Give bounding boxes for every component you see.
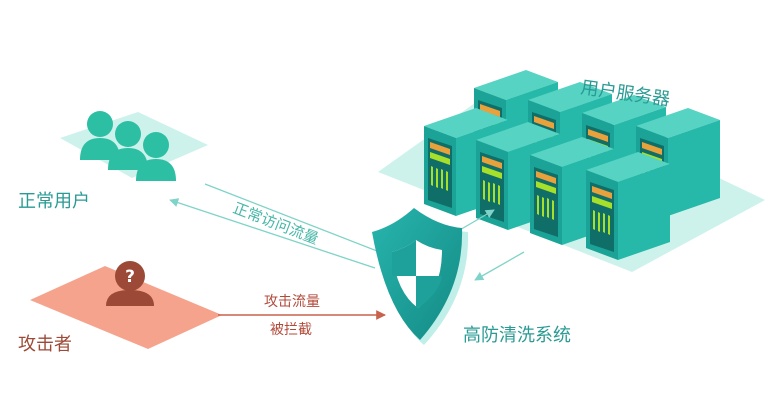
question-mark: ? <box>125 267 135 287</box>
label-normal-users: 正常用户 <box>18 191 90 212</box>
normal-traffic-arrow <box>169 183 391 269</box>
server-icon <box>586 152 670 260</box>
user-group-icon <box>80 111 176 181</box>
attacker-platform <box>30 266 222 349</box>
unknown-person-icon: ? <box>106 261 154 306</box>
shield-icon <box>372 208 469 345</box>
label-attacker: 攻击者 <box>18 334 72 355</box>
label-attack-traffic: 攻击流量 <box>264 294 320 310</box>
label-ddos-system: 高防清洗系统 <box>463 325 571 346</box>
label-blocked: 被拦截 <box>270 322 312 338</box>
